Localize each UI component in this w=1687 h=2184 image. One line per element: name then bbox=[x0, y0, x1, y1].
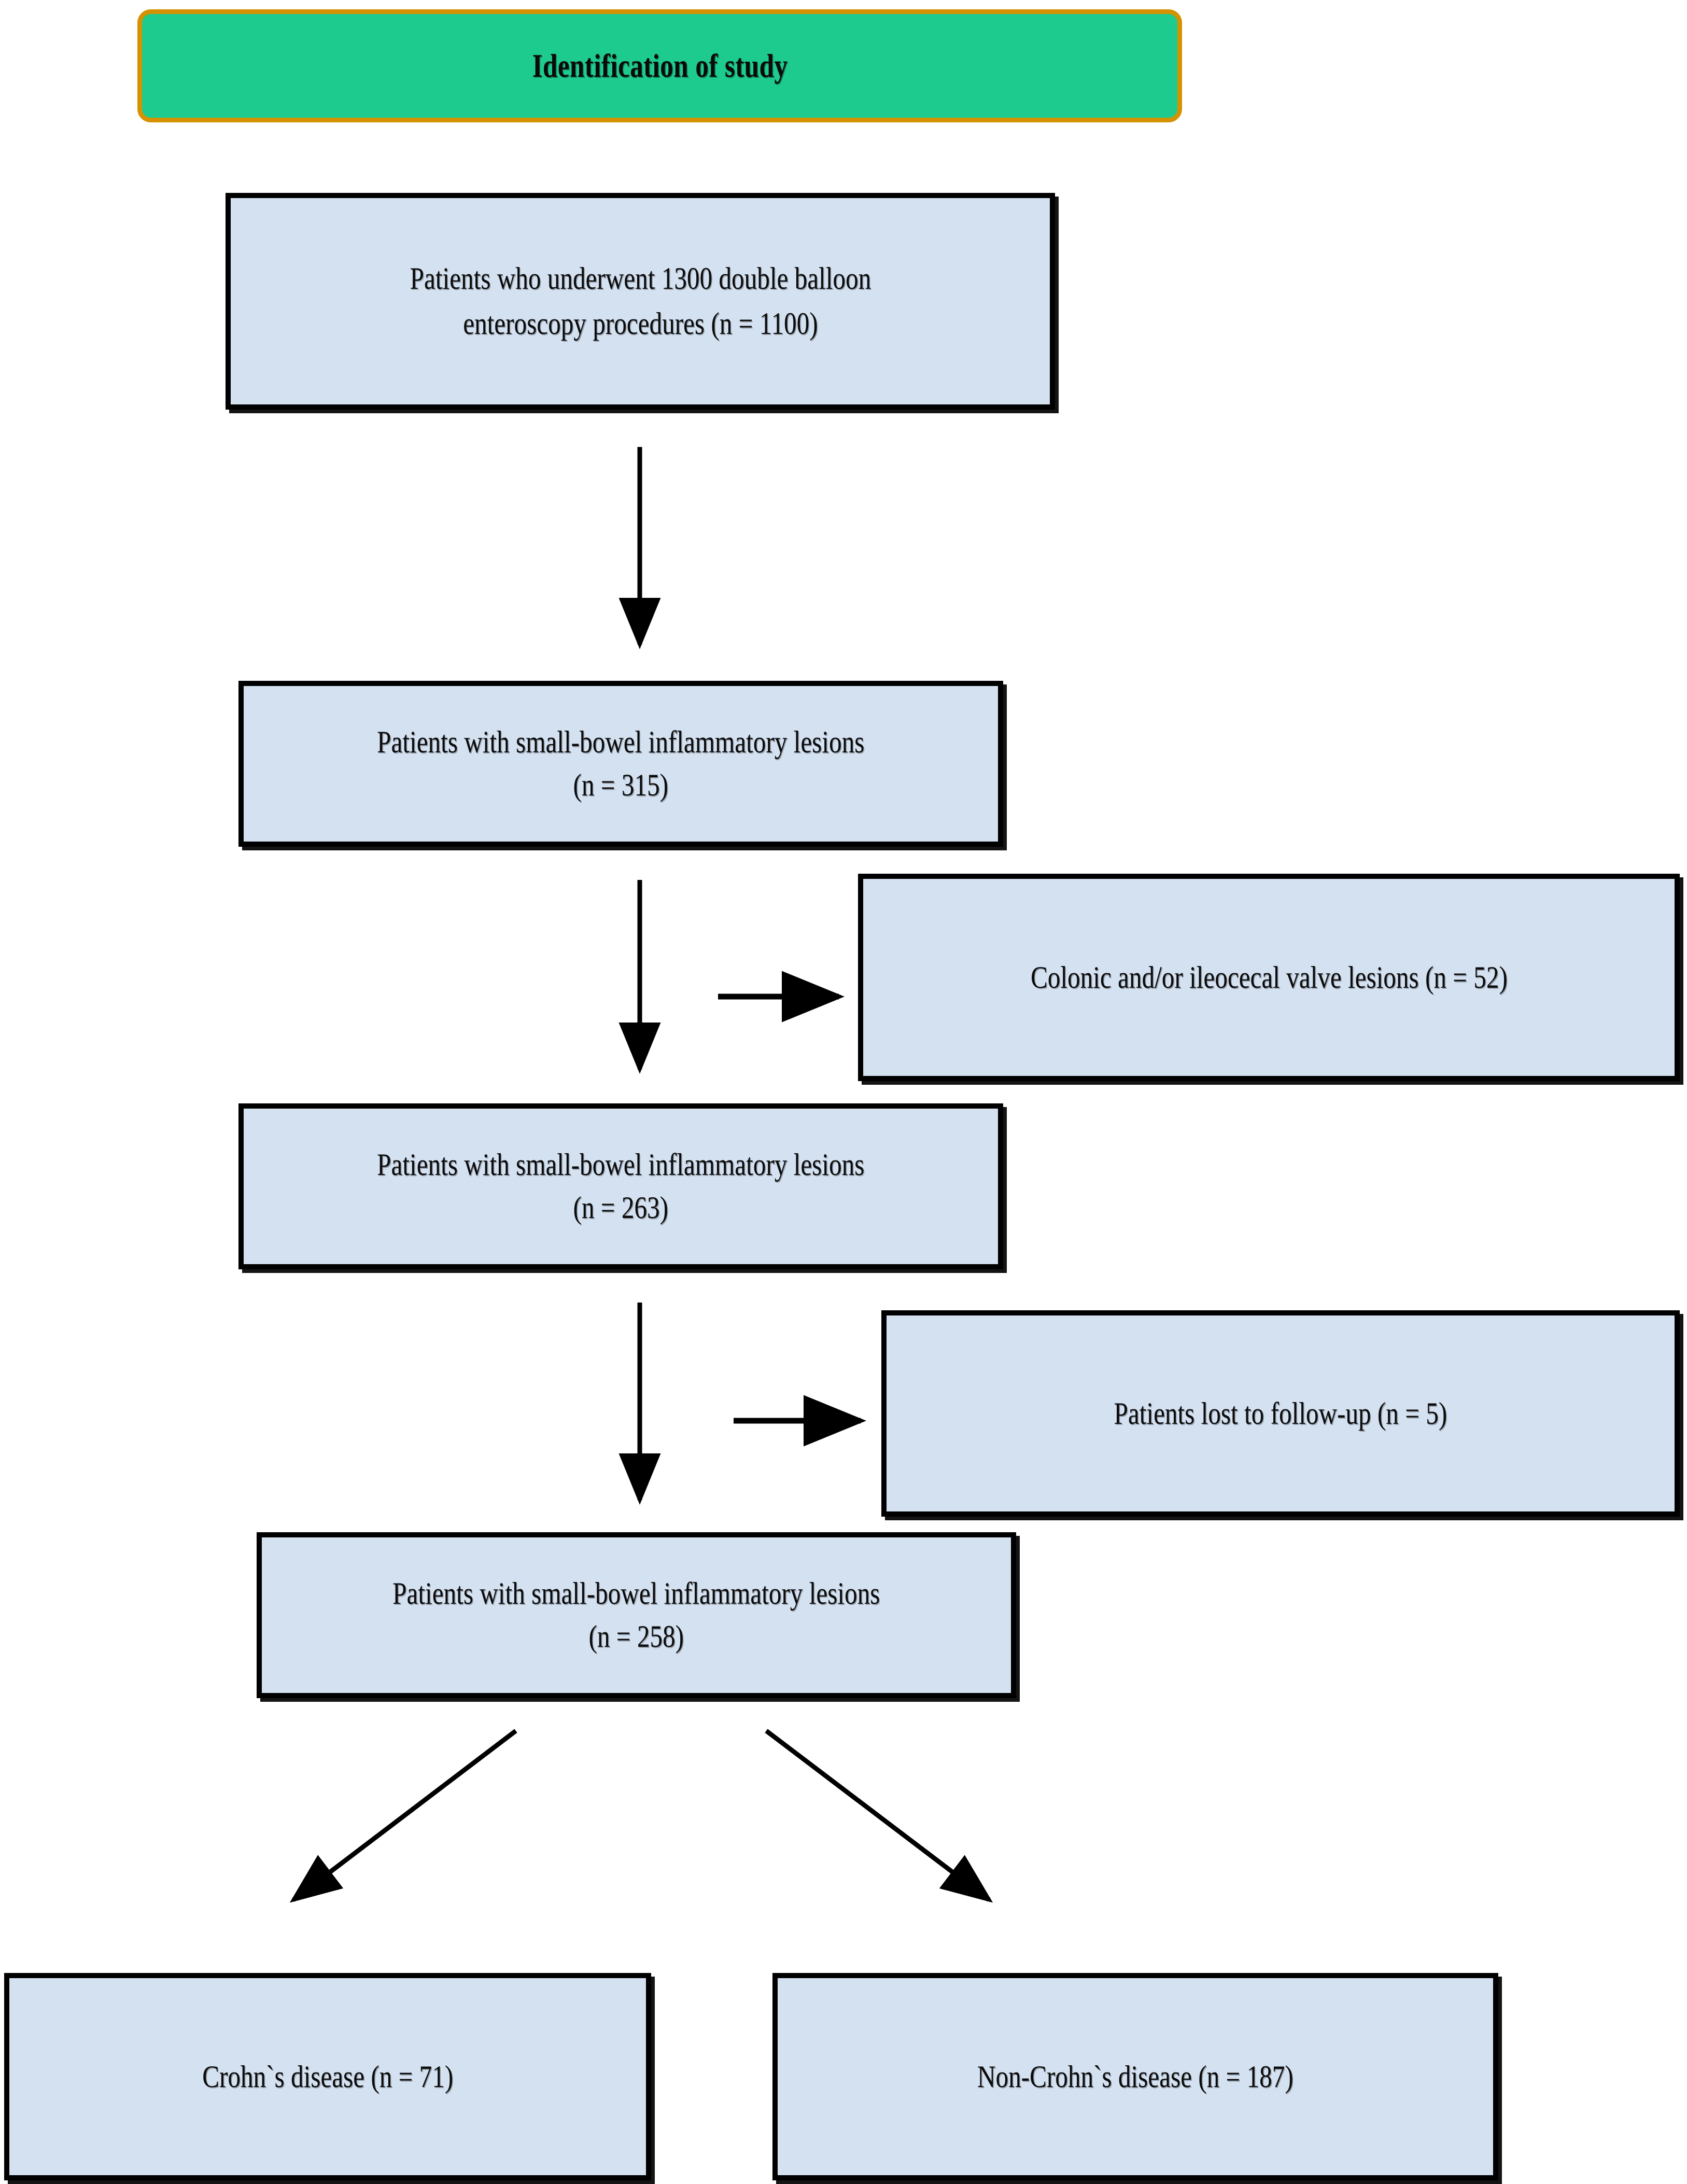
node-enteroscopy-label: Patients who underwent 1300 double ballo… bbox=[410, 261, 871, 341]
node-lesions-263: Patients with small-bowel inflammatory l… bbox=[238, 1103, 1003, 1269]
node-lesions-315: Patients with small-bowel inflammatory l… bbox=[238, 681, 1003, 847]
banner-title: Identification of study bbox=[532, 47, 788, 84]
edge-258-to-crohn bbox=[289, 1729, 517, 1903]
node-crohn-disease-label: Crohn`s disease (n = 71) bbox=[202, 2059, 454, 2094]
node-lesions-258: Patients with small-bowel inflammatory l… bbox=[257, 1532, 1016, 1698]
identification-banner: Identification of study bbox=[137, 9, 1182, 122]
node-non-crohn-disease: Non-Crohn`s disease (n = 187) bbox=[772, 1973, 1498, 2180]
node-lost-to-followup: Patients lost to follow-up (n = 5) bbox=[881, 1310, 1680, 1517]
node-lesions-263-label: Patients with small-bowel inflammatory l… bbox=[377, 1147, 865, 1225]
node-colonic-lesions-label: Colonic and/or ileocecal valve lesions (… bbox=[1030, 960, 1508, 995]
node-lesions-315-label: Patients with small-bowel inflammatory l… bbox=[377, 725, 865, 802]
edge-258-to-noncrohn bbox=[765, 1729, 993, 1903]
node-lost-to-followup-label: Patients lost to follow-up (n = 5) bbox=[1114, 1396, 1447, 1431]
node-enteroscopy: Patients who underwent 1300 double ballo… bbox=[226, 193, 1055, 410]
node-colonic-lesions: Colonic and/or ileocecal valve lesions (… bbox=[858, 874, 1680, 1081]
node-non-crohn-disease-label: Non-Crohn`s disease (n = 187) bbox=[977, 2059, 1294, 2094]
node-lesions-258-label: Patients with small-bowel inflammatory l… bbox=[392, 1576, 880, 1654]
node-crohn-disease: Crohn`s disease (n = 71) bbox=[4, 1973, 651, 2180]
